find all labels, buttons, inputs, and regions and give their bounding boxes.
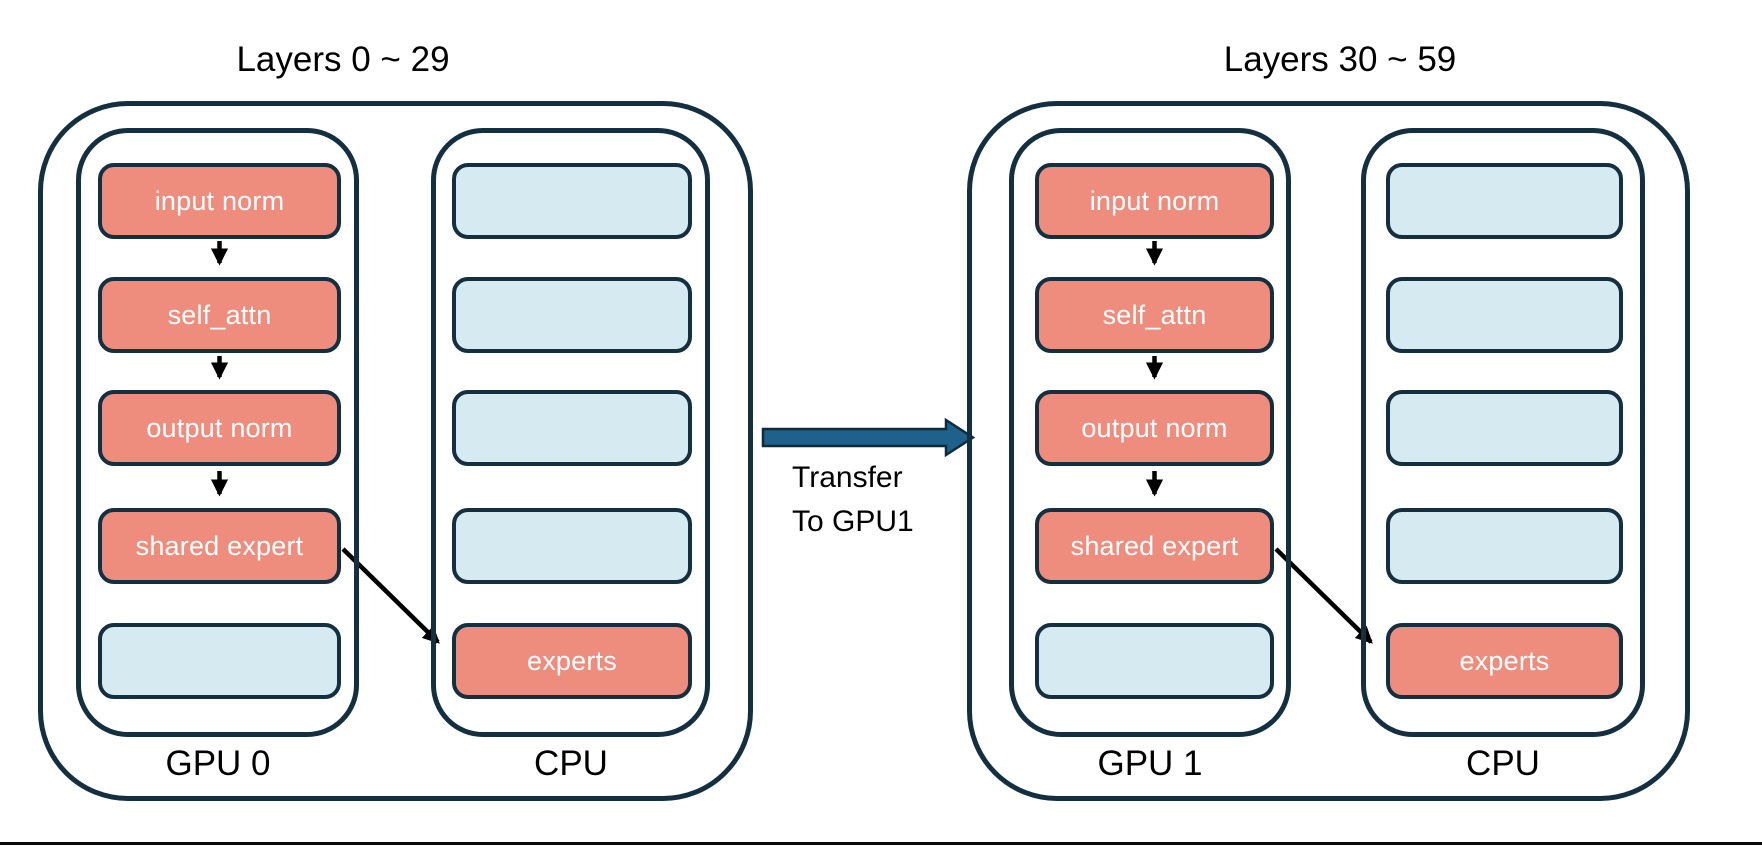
module-box-shared-expert-left: shared expert	[98, 508, 341, 584]
device-label-gpu0: GPU 0	[165, 744, 271, 783]
bottom-rule	[0, 842, 1762, 845]
group-title-left: Layers 0 ~ 29	[236, 40, 450, 79]
device-container-cpu-right	[1361, 128, 1645, 737]
placeholder-box-cpu-left-4	[452, 508, 692, 584]
transfer-label-line2: To GPU1	[792, 505, 914, 538]
group-container-right	[967, 101, 1690, 801]
module-box-experts-left: experts	[452, 623, 692, 699]
device-container-cpu-left	[431, 128, 710, 737]
module-box-experts-right: experts	[1386, 623, 1623, 699]
device-label-gpu1: GPU 1	[1097, 744, 1203, 783]
placeholder-box-gpu0	[98, 623, 341, 699]
placeholder-box-cpu-right-2	[1386, 277, 1623, 353]
placeholder-box-cpu-left-1	[452, 163, 692, 239]
device-label-cpu-left: CPU	[534, 744, 608, 783]
placeholder-box-cpu-left-2	[452, 277, 692, 353]
device-container-gpu0	[76, 128, 359, 737]
module-box-output-norm-right: output norm	[1035, 390, 1274, 466]
module-box-output-norm-left: output norm	[98, 390, 341, 466]
placeholder-box-cpu-left-3	[452, 390, 692, 466]
module-box-shared-expert-right: shared expert	[1035, 508, 1274, 584]
transfer-label: Transfer To GPU1	[792, 456, 914, 544]
transfer-label-line1: Transfer	[792, 461, 903, 494]
group-container-left	[38, 101, 753, 801]
placeholder-box-gpu1	[1035, 623, 1274, 699]
group-title-right: Layers 30 ~ 59	[1223, 40, 1457, 79]
transfer-arrow	[761, 417, 976, 458]
module-box-input-norm-left: input norm	[98, 163, 341, 239]
module-box-input-norm-right: input norm	[1035, 163, 1274, 239]
module-box-self-attn-left: self_attn	[98, 277, 341, 353]
placeholder-box-cpu-right-1	[1386, 163, 1623, 239]
module-box-self-attn-right: self_attn	[1035, 277, 1274, 353]
device-container-gpu1	[1009, 128, 1291, 737]
placeholder-box-cpu-right-3	[1386, 390, 1623, 466]
placeholder-box-cpu-right-4	[1386, 508, 1623, 584]
device-label-cpu-right: CPU	[1466, 744, 1540, 783]
